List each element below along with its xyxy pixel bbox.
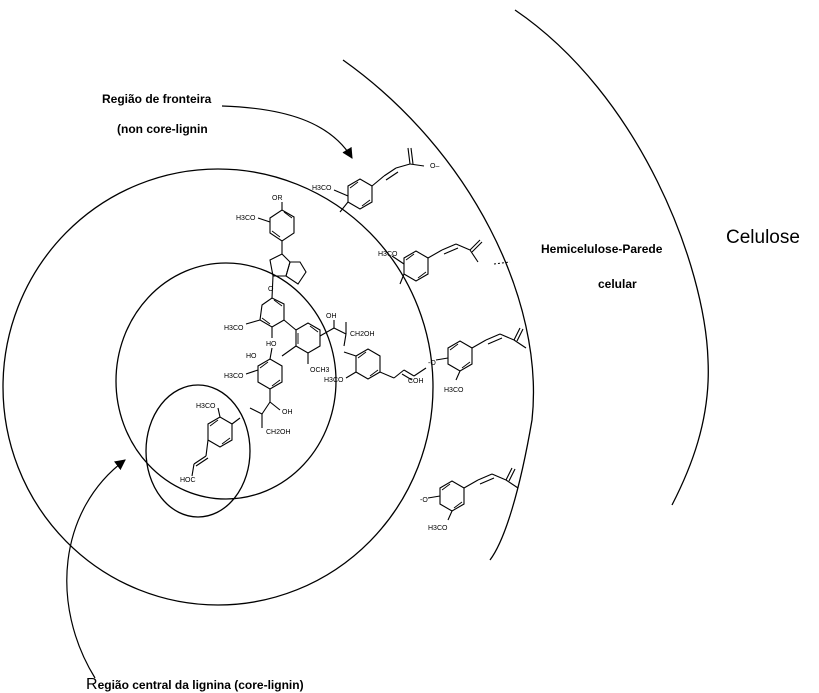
chem-och3-1: OCH3 (310, 367, 330, 374)
chem-h3co-2: H3CO (224, 325, 244, 332)
lignin-chemical-structure (191, 202, 427, 477)
cellulose-arc (514, 9, 709, 506)
chem-o-1: O (268, 286, 274, 293)
chem-o-dash-1: -O (428, 360, 436, 367)
chem-oh-1: OH (326, 313, 337, 320)
chem-o-minus-1: O– (430, 163, 439, 170)
chem-h3co-1: H3CO (236, 215, 256, 222)
core-label-rest: egião central da lignina (core-lignin) (98, 678, 304, 692)
chem-h3co-5: H3CO (196, 403, 216, 410)
chem-h3co-7: H3CO (378, 251, 398, 258)
chem-ch2oh-1: CH2OH (350, 331, 375, 338)
ferulate-group-3 (435, 327, 527, 381)
ferulate-group-4 (427, 467, 519, 521)
chem-h3co-4: H3CO (224, 373, 244, 380)
chem-or: OR (272, 195, 283, 202)
boundary-label-line1: Região de fronteira (102, 92, 212, 106)
chem-h3co-3: H3CO (324, 377, 344, 384)
chem-coh-1: COH (408, 378, 424, 385)
chem-hoc-1: HOC (180, 477, 196, 484)
ferulate-group-2 (391, 239, 511, 285)
core-arrow (66, 459, 126, 679)
chem-ho-2: HO (246, 353, 257, 360)
chem-ch2oh-2: CH2OH (266, 429, 291, 436)
cellulose-label: Celulose (726, 227, 800, 248)
boundary-label-line2: (non core-lignin (117, 122, 208, 136)
core-region-label: Região central da lignina (core-lignin) (86, 676, 304, 693)
core-label-first-letter: R (86, 676, 98, 693)
hemicellulose-label-line1: Hemicelulose-Parede (541, 242, 663, 256)
middle-ellipse (115, 262, 337, 500)
core-ellipse (145, 384, 251, 518)
hemicellulose-label-line2: celular (598, 277, 637, 291)
chem-text-labels: OR H3CO O H3CO HO HO OH CH2OH OCH3 H3CO … (180, 163, 464, 532)
boundary-arrow (221, 105, 353, 159)
chem-h3co-9: H3CO (428, 525, 448, 532)
hemicellulose-arc (342, 59, 535, 561)
chem-h3co-6: H3CO (312, 185, 332, 192)
chem-oh-2: OH (282, 409, 293, 416)
outer-ellipse (2, 168, 434, 606)
chem-h3co-8: H3CO (444, 387, 464, 394)
ferulate-group-1 (333, 147, 425, 213)
chem-o-dash-2: -O (420, 497, 428, 504)
chem-ho-1: HO (266, 341, 277, 348)
